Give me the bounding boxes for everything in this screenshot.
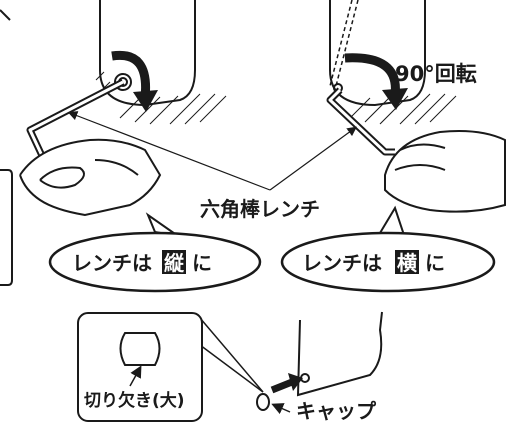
bubble-left-suffix: に xyxy=(192,251,212,275)
bubble-right-highlight: 横 xyxy=(397,251,418,275)
cap-label: キャップ xyxy=(296,399,377,423)
wrench-pointer-lines xyxy=(67,111,357,191)
bubble-left: レンチは 縦 に xyxy=(48,212,262,293)
notch-shape xyxy=(119,332,161,366)
notch-callout: 切り欠き(大) xyxy=(77,312,264,422)
bubble-left-prefix: レンチは xyxy=(72,251,152,275)
bubble-right-prefix: レンチは xyxy=(302,251,382,275)
left-unit-illustration xyxy=(19,0,227,217)
right-unit-illustration xyxy=(326,0,506,213)
bubble-right-suffix: に xyxy=(425,251,445,275)
bubble-right-highlight-box xyxy=(395,250,419,274)
bubble-left-highlight: 縦 xyxy=(164,251,185,275)
bubble-right: レンチは 横 に xyxy=(280,205,496,293)
cap-detail-illustration xyxy=(256,311,383,415)
side-panel-edge xyxy=(0,169,13,286)
rotation-label: 90°回転 xyxy=(395,62,477,86)
hex-wrench-label: 六角棒レンチ xyxy=(200,197,320,221)
notch-label: 切り欠き(大) xyxy=(84,390,185,411)
corner-mark xyxy=(0,9,11,21)
bubble-left-highlight-box xyxy=(162,250,186,274)
